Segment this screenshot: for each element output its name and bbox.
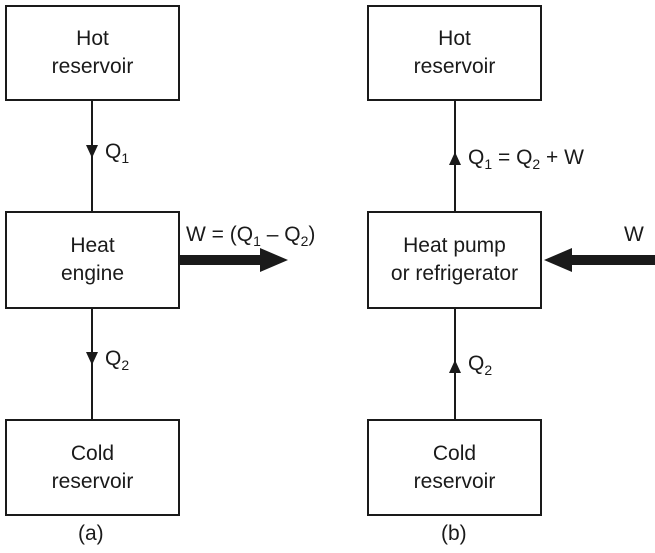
a-heat-engine-box: Heat engine <box>5 211 180 309</box>
a-work-arrow-shaft <box>180 255 262 265</box>
a-heat-engine-line1: Heat <box>70 234 115 257</box>
b-hot-reservoir-line2: reservoir <box>413 55 496 78</box>
b-hot-reservoir-line1: Hot <box>438 27 471 50</box>
a-cold-reservoir-line1: Cold <box>70 441 115 465</box>
b-heat-pump-line1: Heat pump <box>403 234 506 257</box>
b-work-arrow-shaft <box>570 255 655 265</box>
a-work-arrowhead <box>260 248 288 272</box>
b-q2-label: Q2 <box>468 352 493 378</box>
b-caption: (b) <box>441 522 467 545</box>
b-q1-label: Q1 = Q2 + W <box>468 146 584 172</box>
b-cold-reservoir-line1: Cold <box>432 441 477 465</box>
a-q1-arrowhead <box>86 145 98 158</box>
a-q2-label: Q2 <box>105 347 130 373</box>
b-work-arrowhead <box>544 248 572 272</box>
a-work-label: W = (Q1 – Q2) <box>186 223 316 249</box>
a-hot-reservoir-line1: Hot <box>76 27 109 50</box>
b-heat-pump-box: Heat pump or refrigerator <box>367 211 542 309</box>
b-heat-pump-line2: or refrigerator <box>390 262 519 285</box>
b-hot-reservoir-box: Hot reservoir <box>367 5 542 101</box>
b-cold-reservoir-line2: reservoir <box>413 469 496 493</box>
a-heat-engine-line2: engine <box>60 262 125 285</box>
b-q2-arrowhead <box>449 360 461 373</box>
a-q1-label: Q1 <box>105 140 130 166</box>
a-cold-reservoir-line2: reservoir <box>51 469 134 493</box>
b-q1-arrowhead <box>449 152 461 165</box>
a-q2-arrowhead <box>86 352 98 365</box>
b-cold-reservoir-box: Cold reservoir <box>367 419 542 516</box>
b-work-label: W <box>624 223 644 246</box>
a-caption: (a) <box>78 522 104 545</box>
a-hot-reservoir-line2: reservoir <box>51 55 134 78</box>
a-hot-reservoir-box: Hot reservoir <box>5 5 180 101</box>
a-cold-reservoir-box: Cold reservoir <box>5 419 180 516</box>
